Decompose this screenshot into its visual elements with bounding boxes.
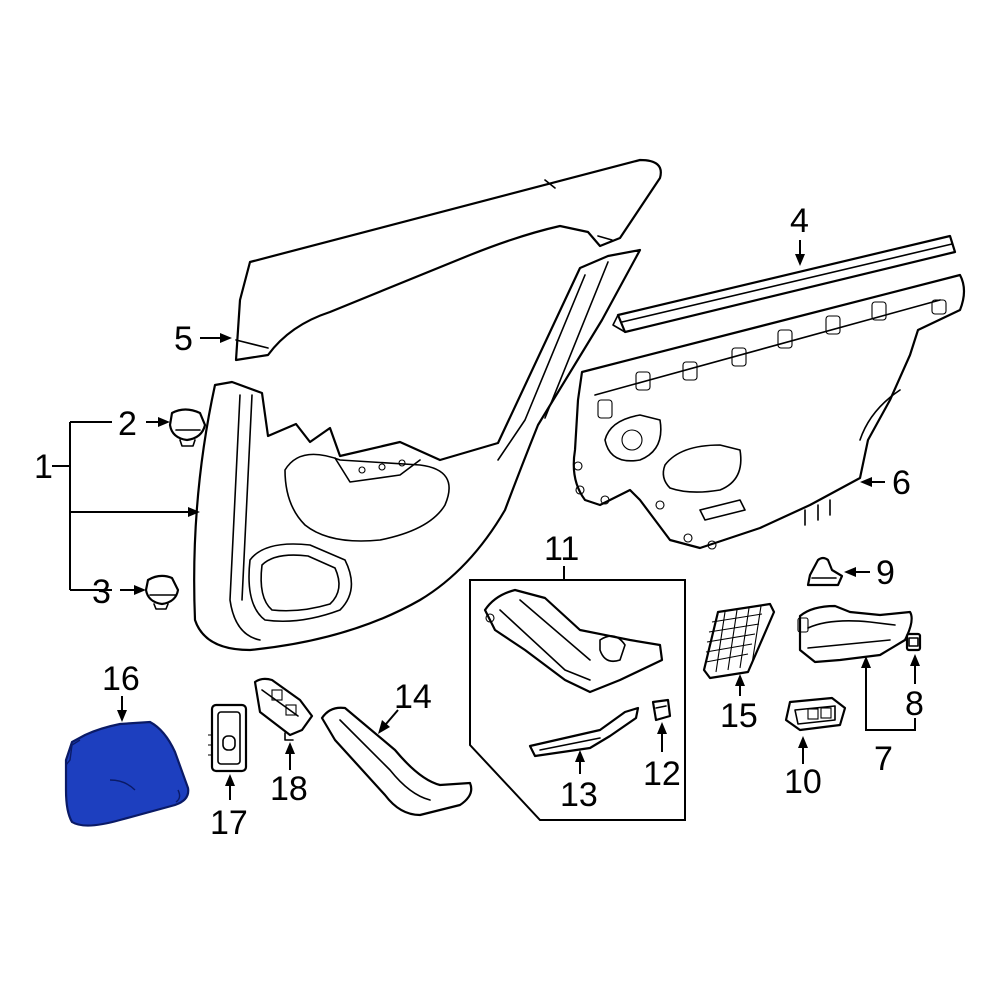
callout-17: 17 <box>210 804 248 842</box>
callout-11: 11 <box>544 530 579 568</box>
callout-10: 10 <box>784 763 822 801</box>
callout-9: 9 <box>876 554 895 592</box>
callout-18: 18 <box>270 770 308 808</box>
callout-labels: 1 2 3 4 5 6 7 8 9 10 11 12 13 14 15 16 1… <box>34 202 924 842</box>
callout-13: 13 <box>560 776 598 814</box>
callout-3: 3 <box>92 573 111 611</box>
part-13-strip[interactable] <box>528 706 640 758</box>
part-1-door-panel[interactable] <box>193 248 642 652</box>
part-11-group-box <box>469 579 686 821</box>
part-5-upper-trim[interactable] <box>234 158 662 362</box>
callout-15: 15 <box>720 697 758 735</box>
part-18-switch-panel[interactable] <box>253 677 314 741</box>
part-4-weatherstrip[interactable] <box>612 234 957 334</box>
part-14-trim-strip[interactable] <box>320 706 473 817</box>
part-8-bulb[interactable] <box>905 632 922 652</box>
leader-lines <box>52 240 920 800</box>
callout-8: 8 <box>905 685 924 723</box>
callout-12: 12 <box>643 755 681 793</box>
callout-5: 5 <box>174 320 193 358</box>
callout-2: 2 <box>118 405 137 443</box>
callout-6: 6 <box>892 464 911 502</box>
callout-7: 7 <box>874 740 893 778</box>
callout-14: 14 <box>394 678 432 716</box>
part-7-handle-bezel[interactable] <box>797 604 913 664</box>
callout-1: 1 <box>34 448 53 486</box>
part-9-lock-knob[interactable] <box>806 556 844 587</box>
part-3-clip[interactable] <box>144 574 180 610</box>
part-2-clip[interactable] <box>168 408 207 447</box>
callout-16: 16 <box>102 660 140 698</box>
part-16-speaker-cover[interactable] <box>64 720 190 827</box>
part-17-switch[interactable] <box>208 703 248 773</box>
callout-4: 4 <box>790 202 809 240</box>
part-11-armrest-handle[interactable] <box>483 588 664 694</box>
part-6-door-carrier[interactable] <box>572 273 966 550</box>
part-10-switch[interactable] <box>784 696 847 732</box>
part-12-clip[interactable] <box>651 698 672 722</box>
part-15-speaker-grille[interactable] <box>702 602 776 680</box>
